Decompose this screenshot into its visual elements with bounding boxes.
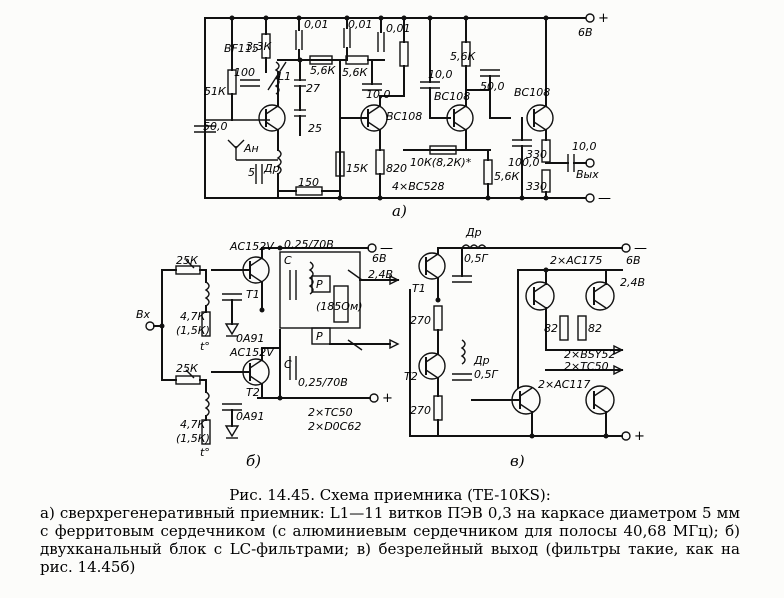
label-c50: 50,0 [203, 120, 228, 133]
label-330a: 330 [526, 148, 547, 161]
label-4xbc528: 4×BC528 [392, 180, 444, 193]
label-choke-b-val: 0,5Г [474, 368, 498, 381]
label-25k-b: 25К [176, 362, 199, 375]
label-plus-b: + [382, 391, 393, 406]
label-c25: 25 [308, 122, 322, 135]
label-t-a: t° [200, 340, 210, 353]
label-choke-a-val: 0,5Г [464, 252, 488, 265]
label-coil: (185Ом) [316, 300, 363, 313]
label-p-b: P [316, 330, 323, 343]
label-15k-a: (1,5К) [176, 324, 210, 337]
label-minus-v: — [634, 241, 647, 256]
label-c001b: 0,01 [348, 18, 373, 31]
label-parts-2: 2×D0C62 [308, 420, 361, 433]
label-330b: 330 [526, 180, 547, 193]
label-47k-a: 4,7К [180, 310, 206, 323]
label-choke-a: Др [465, 226, 482, 239]
label-tc50: 2×TC50 [564, 360, 609, 373]
label-diode-b: 0А91 [236, 410, 265, 423]
label-3k3: 3,3К [246, 40, 272, 53]
label-bc108-c: BC108 [514, 86, 550, 99]
label-v-24: 2,4В [368, 268, 393, 281]
label-v6: 6В [626, 254, 641, 267]
schematic-diagrams: + 6В — BF115 3,3К 51К 100 50,0 0,01 0,01… [136, 11, 647, 470]
figure-caption: Рис. 14.45. Схема приемника (TE-10KS): а… [40, 486, 740, 576]
label-82a: 82 [544, 322, 558, 335]
label-c-a: C [284, 254, 292, 267]
label-56k-a: 5,6К [310, 64, 336, 77]
label-choke: Др [263, 162, 280, 175]
label-15k: 15К [346, 162, 369, 175]
label-c27: 27 [306, 82, 320, 95]
label-t1-v: T1 [412, 282, 426, 295]
schematic-b: Вх 25К 25К AC152V AC152V T1 T2 0,25/70В … [136, 238, 400, 470]
label-t2: T2 [246, 386, 260, 399]
label-100: 100 [234, 66, 255, 79]
label-t-b: t° [200, 446, 210, 459]
label-c001a: 0,01 [304, 18, 329, 31]
label-c001c: 0,01 [386, 22, 411, 35]
label-diode-a: 0А91 [236, 332, 265, 345]
label-bc108-b: BC108 [434, 90, 470, 103]
voltage-a: 6В [578, 26, 593, 39]
label-ac152v-a: AC152V [229, 240, 275, 253]
label-choke-b: Др [473, 354, 490, 367]
supply-plus-a: + [598, 11, 609, 26]
label-10k: 10К(8,2К)* [410, 156, 472, 169]
label-bc108-a: BC108 [386, 110, 422, 123]
label-ac117: 2×AC117 [538, 378, 590, 391]
label-25k-a: 25К [176, 254, 199, 267]
label-minus-b: — [380, 241, 393, 256]
label-56k-c: 5,6К [450, 50, 476, 63]
schematic-v: T1 T2 Др 0,5Г Др 0,5Г 270 270 2×AC175 6В… [404, 226, 647, 470]
label-47k-b: 4,7К [180, 418, 206, 431]
label-bf115: BF115 [224, 42, 259, 55]
label-ac175: 2×AC175 [550, 254, 602, 267]
label-t1: T1 [246, 288, 260, 301]
label-p-a: P [316, 278, 323, 291]
label-15k-b: (1,5К) [176, 432, 210, 445]
sublabel-a: а) [392, 202, 407, 220]
label-v-6: 6В [372, 252, 387, 265]
sublabel-b: б) [246, 452, 261, 470]
label-51k: 51К [204, 85, 227, 98]
label-input: Вх [136, 308, 151, 321]
label-150: 150 [298, 176, 319, 189]
label-820: 820 [386, 162, 407, 175]
label-ac152v-b: AC152V [229, 346, 275, 359]
label-parts-1: 2×TC50 [308, 406, 353, 419]
label-270b: 270 [410, 404, 431, 417]
label-c5: 5 [248, 166, 255, 179]
label-c10c: 10,0 [572, 140, 597, 153]
label-c10a: 10,0 [366, 88, 391, 101]
label-c100: 100,0 [508, 156, 540, 169]
label-output: Вых [576, 168, 599, 181]
label-cap-top: 0,25/70В [284, 238, 334, 251]
label-plus-v: + [634, 429, 645, 444]
label-t2-v: T2 [404, 370, 418, 383]
label-82b: 82 [588, 322, 602, 335]
supply-minus-a: — [598, 191, 611, 206]
label-c10b: 10,0 [428, 68, 453, 81]
label-l1: L1 [278, 70, 291, 83]
label-c-b: C [284, 358, 292, 371]
label-bsy52: 2×BSY52 [564, 348, 615, 361]
caption-title: Рис. 14.45. Схема приемника (TE-10KS): [229, 486, 551, 504]
label-56k-d: 5,6К [494, 170, 520, 183]
schematic-a: + 6В — BF115 3,3К 51К 100 50,0 0,01 0,01… [194, 11, 611, 220]
label-56k-b: 5,6К [342, 66, 368, 79]
label-c500: 50,0 [480, 80, 505, 93]
label-cap-bot: 0,25/70В [298, 376, 348, 389]
caption-body: а) сверхрегенеративный приемник: L1—11 в… [40, 504, 740, 576]
label-270a: 270 [410, 314, 431, 327]
label-antenna: Ан [243, 142, 259, 155]
label-v24: 2,4В [620, 276, 645, 289]
sublabel-v: в) [510, 452, 525, 470]
